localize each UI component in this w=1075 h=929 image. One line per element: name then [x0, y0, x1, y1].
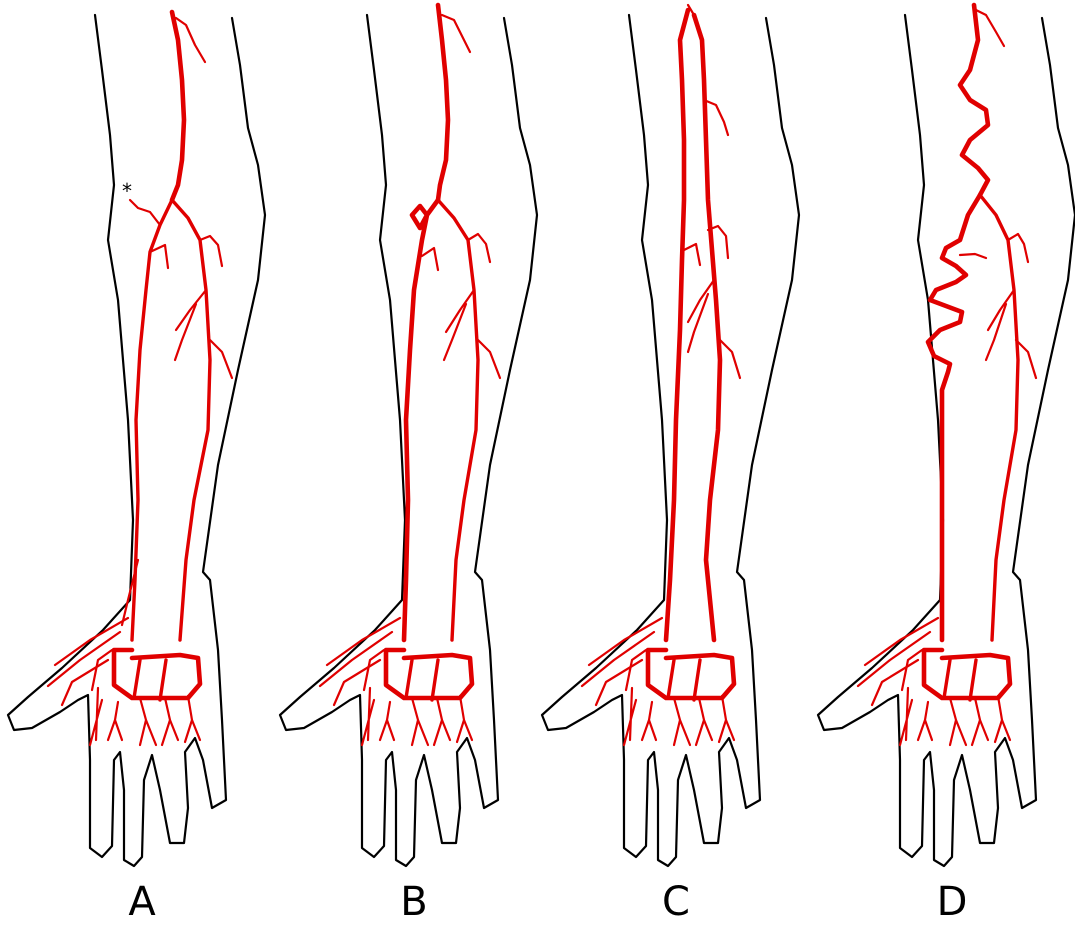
hand-arteries-b — [320, 618, 472, 745]
hand-arteries-d — [858, 618, 1010, 745]
hand-arteries-c — [582, 618, 734, 745]
panel-label-c: C — [662, 879, 690, 925]
panel-c: C — [542, 5, 799, 925]
panel-label-d: D — [937, 879, 968, 925]
panel-d: D — [818, 5, 1075, 925]
panel-a: * A — [8, 12, 265, 925]
hand-arteries-a — [48, 618, 200, 745]
arteries-b — [404, 5, 500, 640]
panel-label-b: B — [400, 879, 427, 925]
panel-label-a: A — [128, 879, 156, 925]
arteries-c — [666, 5, 740, 640]
arteries-a — [122, 12, 232, 640]
asterisk-annotation: * — [122, 179, 132, 203]
arm-outline-c — [542, 15, 799, 866]
arteries-d — [928, 5, 1036, 640]
arm-outline-d — [818, 15, 1075, 866]
panel-b: B — [280, 5, 537, 925]
